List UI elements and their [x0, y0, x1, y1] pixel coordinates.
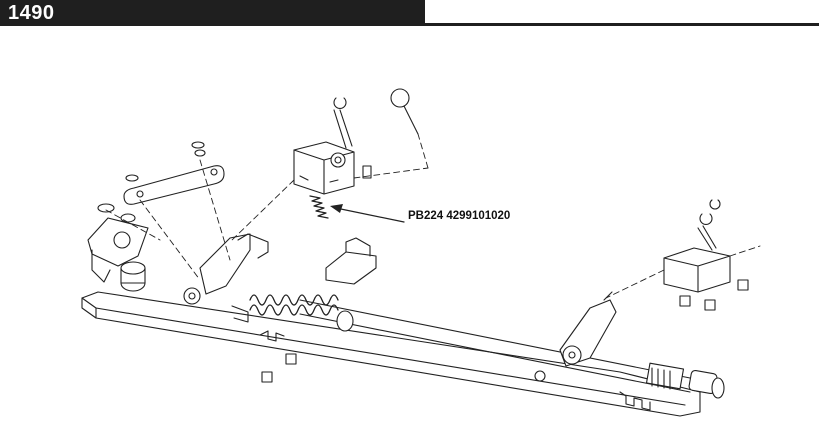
part-callout-label: PB224 4299101020: [408, 210, 511, 222]
left-bracket: [87, 217, 149, 292]
center-slider: [325, 237, 377, 285]
link-arm: [123, 165, 225, 205]
base-rail: [81, 291, 701, 417]
center-block: [293, 88, 419, 195]
header-rule: [425, 23, 819, 26]
page-title: 1490: [8, 2, 55, 24]
assembly-lines: [105, 133, 761, 299]
main-shaft: [299, 299, 691, 393]
callout-spring: [309, 195, 329, 219]
screws: [261, 165, 749, 383]
shaft-end-coupling: [645, 362, 725, 399]
header-bar: 1490: [0, 0, 425, 26]
right-lever: [534, 291, 617, 382]
left-lever: [183, 233, 269, 323]
right-block: [663, 199, 731, 293]
shaft-spring: [249, 294, 339, 316]
callout-arrow: [330, 204, 405, 223]
